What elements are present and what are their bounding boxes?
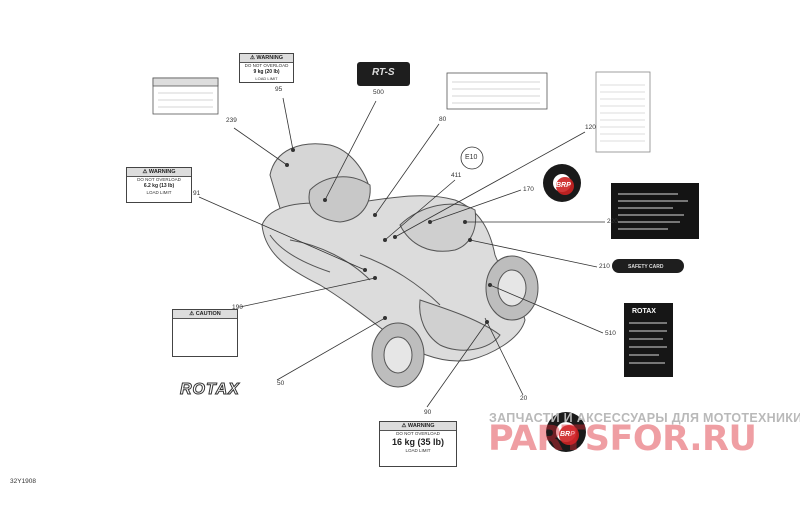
warning-label-left-line: DO NOT OVERLOAD	[137, 177, 181, 182]
watermark-brand: PARTSFOR.RU	[488, 419, 757, 459]
callout-90: 90	[424, 409, 432, 416]
warning-label-top: ⚠ WARNING DO NOT OVERLOAD 9 kg (20 lb) L…	[239, 53, 294, 83]
warning-label-left-weight: 6.2 kg (13 lb)	[143, 183, 175, 189]
warning-label-top-head: ⚠ WARNING	[240, 54, 293, 63]
warning-label-top-line: DO NOT OVERLOAD	[244, 63, 289, 68]
info-document	[595, 71, 651, 153]
watermark-tagline: ЗАПЧАСТИ И АКСЕССУАРЫ ДЛЯ МОТОТЕХНИКИ	[489, 411, 800, 425]
brp-logo-icon	[543, 164, 581, 202]
brp-logo-text: BRP	[556, 182, 571, 189]
callout-50: 50	[277, 380, 285, 387]
info-document-lines	[600, 84, 645, 142]
caution-label-head: ⚠ CAUTION	[173, 310, 237, 319]
safety-info-plate	[611, 183, 699, 239]
rotax-plate-lines	[629, 322, 667, 364]
model-plate-text: RT-S	[372, 67, 395, 78]
callout-210: 210	[599, 263, 610, 270]
warning-label-top-weight: 9 kg (20 lb)	[253, 69, 280, 75]
warning-label-left-head: ⚠ WARNING	[127, 168, 191, 177]
e-mark-circle	[460, 146, 484, 170]
brp-logo-bottom-icon	[546, 412, 586, 452]
warning-label-bottom-weight: 16 kg (35 lb)	[391, 437, 445, 447]
callout-91: 91	[193, 190, 201, 197]
leader-dots	[285, 148, 492, 324]
warning-239-lines	[158, 92, 213, 108]
vehicle-illustration	[261, 143, 539, 388]
warning-label-bottom: ⚠ WARNING DO NOT OVERLOAD 16 kg (35 lb) …	[379, 421, 457, 467]
warning-label-left-foot: LOAD LIMIT	[146, 190, 172, 195]
callout-120: 120	[585, 124, 596, 131]
tire-info-sticker	[446, 72, 548, 110]
part-code: 32Y1908	[10, 478, 37, 485]
callout-190: 190	[232, 304, 243, 311]
safety-card-plate	[612, 259, 684, 273]
callout-20: 20	[520, 395, 528, 402]
callout-510: 510	[605, 330, 616, 337]
rotax-plate-text: ROTAX	[632, 308, 656, 315]
callout-95: 95	[275, 86, 283, 93]
warning-label-bottom-foot: LOAD LIMIT	[405, 448, 431, 453]
e-mark-label: E10	[465, 154, 478, 161]
tire-info-sticker-lines	[452, 81, 540, 104]
safety-info-plate-lines	[618, 193, 688, 230]
rotax-logo-decal: ROTAX	[180, 381, 240, 398]
brp-logo-bottom-text: BRP	[560, 431, 575, 438]
callout-170: 170	[523, 186, 534, 193]
warning-label-left: ⚠ WARNING DO NOT OVERLOAD 6.2 kg (13 lb)…	[126, 167, 192, 203]
warning-label-bottom-head: ⚠ WARNING	[380, 422, 456, 431]
callout-239: 239	[226, 117, 237, 124]
warning-label-top-foot: LOAD LIMIT	[255, 76, 278, 81]
callout-220: 220	[607, 218, 618, 225]
callout-80: 80	[439, 116, 447, 123]
caution-label: ⚠ CAUTION	[172, 309, 238, 357]
safety-card-text: SAFETY CARD	[628, 264, 664, 270]
warning-label-bottom-line: DO NOT OVERLOAD	[396, 431, 440, 436]
leader-lines	[198, 97, 605, 408]
callout-411: 411	[451, 172, 462, 179]
callout-500: 500	[373, 89, 384, 96]
model-plate	[357, 62, 410, 86]
